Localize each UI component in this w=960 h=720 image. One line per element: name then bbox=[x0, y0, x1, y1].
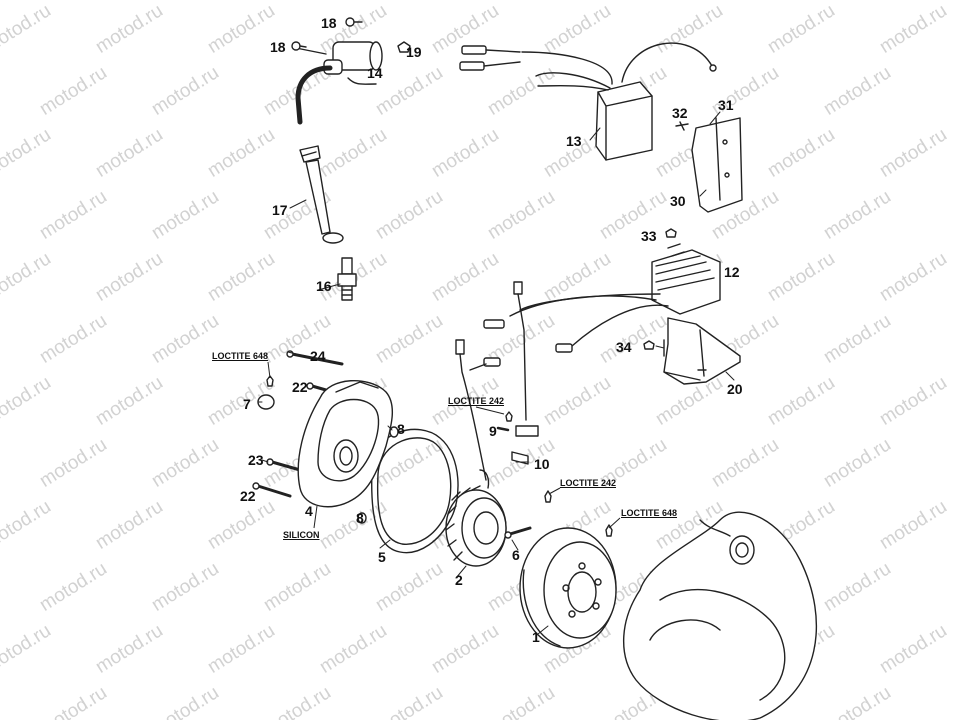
part-label-bracket-screw: 32 bbox=[672, 105, 688, 121]
small-nuts-drawing bbox=[643, 228, 677, 357]
note-leader-loctite-242-clamp bbox=[475, 406, 505, 415]
stator-drawing bbox=[445, 485, 507, 567]
part-label-stator: 2 bbox=[455, 572, 463, 588]
part-label-plug: 7 bbox=[243, 396, 251, 412]
gasket-drawing bbox=[371, 428, 459, 554]
part-label-flywheel: 1 bbox=[532, 629, 540, 645]
part-label-spark-plug: 16 bbox=[316, 278, 332, 294]
part-label-gasket: 5 bbox=[378, 549, 386, 565]
note-leader-loctite-648-plug bbox=[267, 361, 271, 379]
part-label-rubber-holder: 30 bbox=[670, 193, 686, 209]
ignition-cover-drawing bbox=[297, 380, 394, 508]
cdi-unit-drawing bbox=[459, 42, 717, 161]
part-label-flywheel-screw: 6 bbox=[512, 547, 520, 563]
ignition-coil-drawing bbox=[295, 41, 383, 125]
part-label-cover-screw-lower: 22 bbox=[240, 488, 256, 504]
part-label-regulator: 12 bbox=[724, 264, 740, 280]
stator-harness-drawing bbox=[455, 281, 539, 489]
part-label-plug-cap: 17 bbox=[272, 202, 288, 218]
engine-case-drawing bbox=[622, 511, 817, 720]
part-label-cover-bolt: 4 bbox=[305, 503, 313, 519]
part-label-dowel-lower: 8 bbox=[356, 510, 364, 526]
regulator-drawing bbox=[483, 243, 721, 353]
part-label-bracket-nut: 34 bbox=[616, 339, 632, 355]
coil-fasteners-drawing bbox=[291, 17, 411, 53]
spark-plug-drawing bbox=[337, 257, 357, 301]
part-label-ignition-coil: 14 bbox=[367, 65, 383, 81]
cdi-bracket-drawing bbox=[675, 117, 743, 213]
part-label-coil-screw-left: 18 bbox=[270, 39, 286, 55]
note-loctite-648-plug: LOCTITE 648 bbox=[212, 351, 269, 361]
part-label-cover-screw-upper: 22 bbox=[292, 379, 308, 395]
note-loctite-648-flywheel: LOCTITE 648 bbox=[621, 508, 678, 518]
note-silicon-cover: SILICON bbox=[283, 530, 320, 540]
part-label-regulator-bracket: 20 bbox=[727, 381, 743, 397]
part-label-coil-nut: 19 bbox=[406, 44, 422, 60]
part-label-dowel-upper: 8 bbox=[397, 421, 405, 437]
note-loctite-242-clamp: LOCTITE 242 bbox=[448, 396, 505, 406]
flywheel-drawing bbox=[519, 527, 617, 649]
note-leader-loctite-242-screw bbox=[548, 487, 561, 495]
part-label-clamp-screw: 9 bbox=[489, 423, 497, 439]
regulator-bracket-drawing bbox=[663, 317, 741, 385]
note-leader-loctite-648-flywheel bbox=[608, 517, 621, 529]
part-label-cover-screw-top: 24 bbox=[310, 348, 326, 364]
part-label-cdi-bracket: 31 bbox=[718, 97, 734, 113]
leader-lines bbox=[257, 111, 735, 635]
part-label-cable-clamp: 10 bbox=[534, 456, 550, 472]
part-label-regulator-nut: 33 bbox=[641, 228, 657, 244]
part-label-coil-screw-top: 18 bbox=[321, 15, 337, 31]
plug-cap-drawing bbox=[299, 145, 344, 244]
part-label-cover-screw-mid: 23 bbox=[248, 452, 264, 468]
note-leader-silicon-cover bbox=[313, 505, 318, 529]
part-label-cdi-unit: 13 bbox=[566, 133, 582, 149]
note-loctite-242-screw: LOCTITE 242 bbox=[560, 478, 617, 488]
